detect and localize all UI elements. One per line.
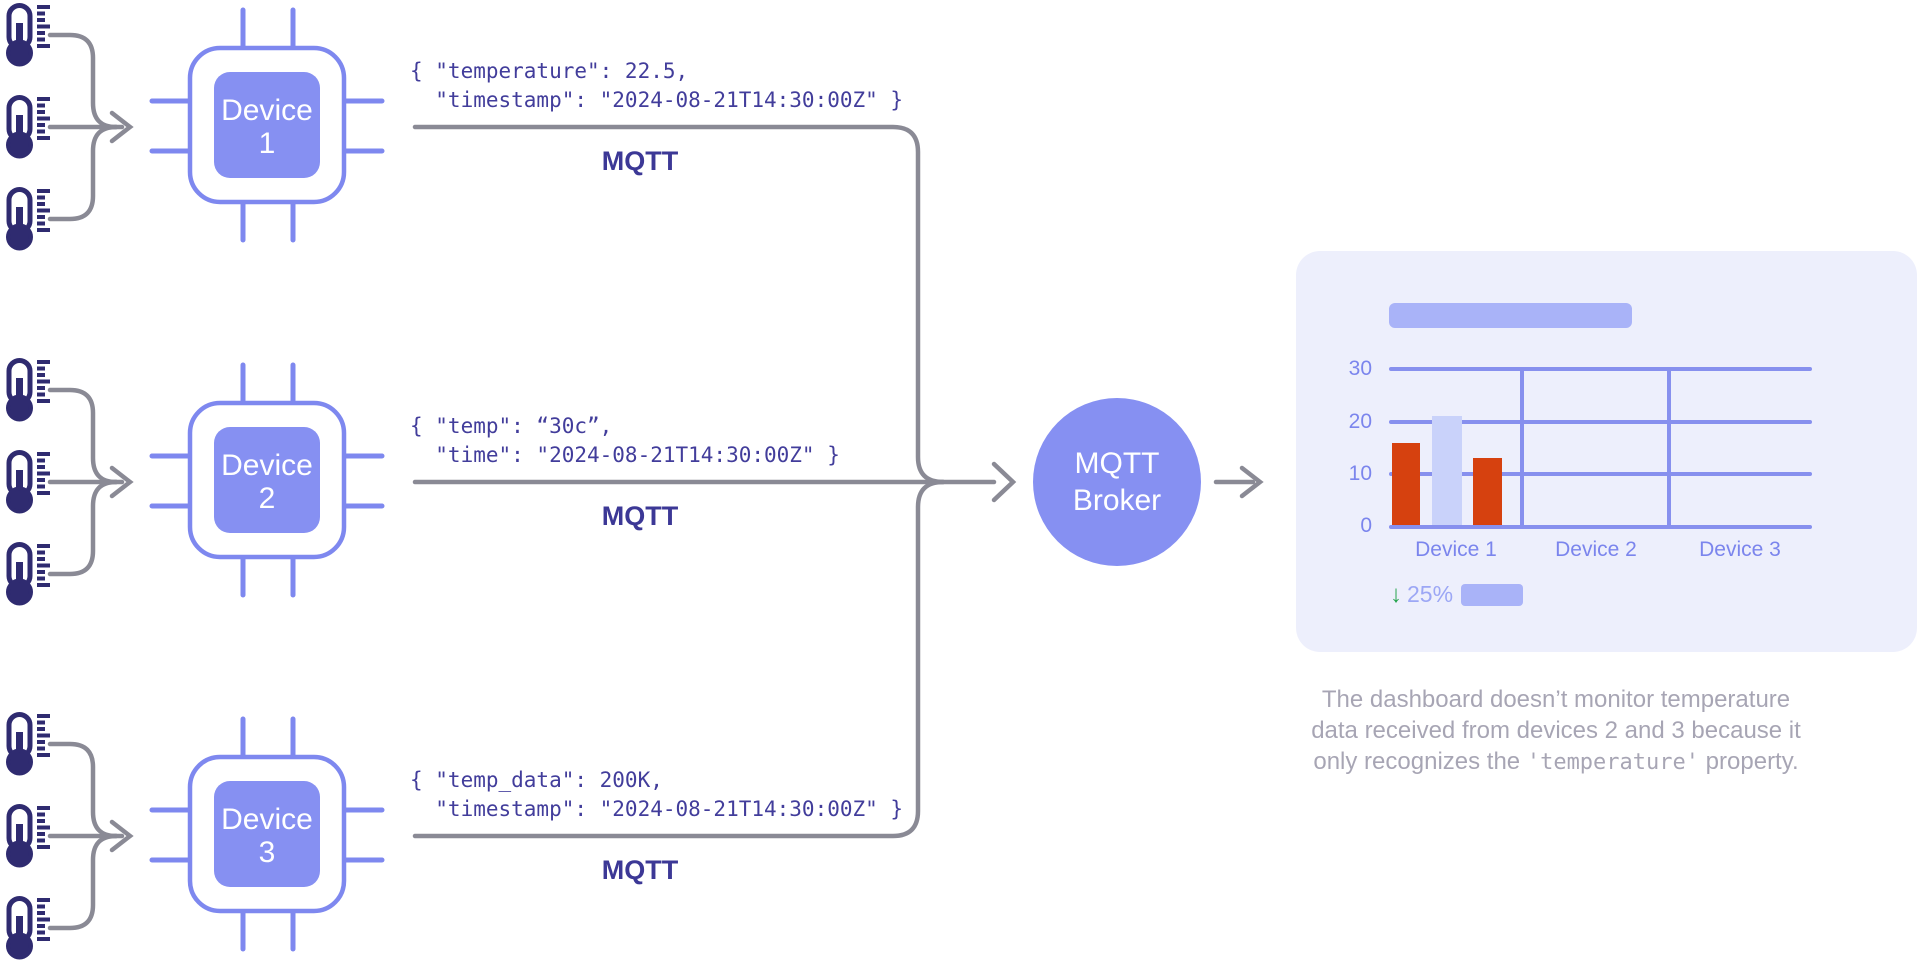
skeleton-title-bar [1389, 303, 1632, 328]
mqtt-broker-node: MQTT Broker [1033, 398, 1201, 566]
device-1-payload: { "temperature": 22.5, "timestamp": "202… [410, 59, 904, 112]
skeleton-pill [1461, 583, 1524, 606]
thermometer-icon [8, 190, 50, 249]
device-2-protocol-label: MQTT [601, 501, 679, 531]
dashboard-card: 30 20 10 0 Device 1 Device 2 Device 3 ↓ … [1296, 251, 1917, 652]
thermometer-icon [8, 453, 50, 512]
device-1-connector [412, 124, 946, 485]
device-3-connector [412, 479, 946, 839]
caption-code-token: 'temperature' [1526, 750, 1700, 775]
thermometer-icon [8, 361, 50, 420]
thermometer-icon [8, 545, 50, 604]
sensor-merge-arrow [50, 35, 130, 219]
chart-bar-red [1473, 458, 1502, 527]
thermometer-icon [8, 807, 50, 866]
sensor-merge-arrow [50, 744, 130, 928]
trend-indicator: ↓ 25% [1390, 580, 1524, 608]
chart-bar-lavender [1432, 416, 1462, 527]
ytick-30: 30 [1348, 357, 1372, 380]
ytick-0: 0 [1360, 514, 1372, 537]
broker-merge-connectors [412, 124, 1264, 839]
device-3-protocol-label: MQTT [601, 855, 679, 885]
thermometer-icon [8, 899, 50, 958]
trend-percent: 25% [1407, 581, 1454, 607]
gridline-20 [1389, 419, 1812, 424]
xtick-device-2: Device 2 [1555, 538, 1637, 561]
gridline-0-baseline [1389, 524, 1812, 529]
column-separator [1667, 367, 1671, 528]
broker-label-line2: Broker [1072, 484, 1162, 517]
caption-line1: The dashboard doesn’t monitor temperatur… [1321, 686, 1791, 713]
caption-line3: only recognizes the 'temperature' proper… [1313, 748, 1799, 775]
caption-text: The dashboard doesn’t monitor temperatur… [1286, 684, 1826, 778]
xtick-device-1: Device 1 [1415, 538, 1497, 561]
column-separator [1520, 367, 1524, 528]
device-3-payload: { "temp_data": 200K, "timestamp": "2024-… [410, 768, 904, 821]
sensor-merge-arrow [50, 390, 130, 574]
broker-label-line1: MQTT [1074, 447, 1160, 480]
xtick-device-3: Device 3 [1699, 538, 1781, 561]
device-1-protocol-label: MQTT [601, 146, 679, 176]
gridline-10 [1389, 472, 1812, 476]
arrowhead-icon [991, 461, 1017, 503]
chart-bar-red [1392, 442, 1420, 527]
ytick-10: 10 [1348, 462, 1372, 485]
ytick-20: 20 [1348, 410, 1372, 433]
arrowhead-icon [1239, 465, 1264, 499]
gridline-30 [1389, 367, 1812, 371]
device-2-payload: { "temp": “30c”, "time": "2024-08-21T14:… [410, 414, 840, 467]
thermometer-icon [8, 715, 50, 774]
trend-down-icon: ↓ [1390, 580, 1402, 608]
caption-line2: data received from devices 2 and 3 becau… [1311, 717, 1801, 744]
thermometer-icon [8, 6, 50, 65]
thermometer-icon [8, 98, 50, 157]
